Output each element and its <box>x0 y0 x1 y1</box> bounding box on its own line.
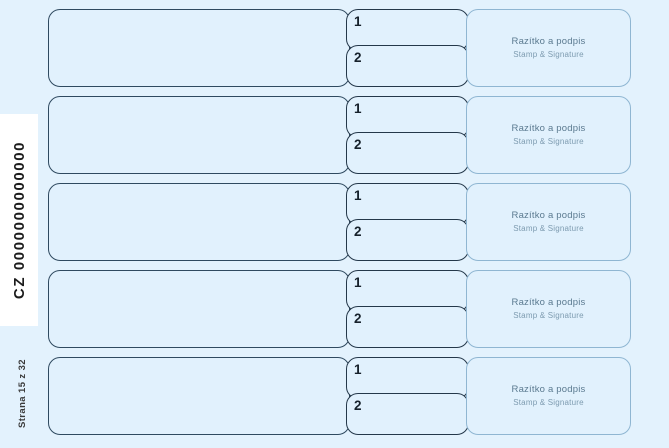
entry-number-label: 2 <box>354 398 362 413</box>
main-entry-field[interactable] <box>48 357 350 435</box>
numbered-entry-field-2[interactable]: 2 <box>346 45 469 87</box>
numbered-entries-group: 1 2 <box>346 183 469 261</box>
entry-number-label: 1 <box>354 101 362 116</box>
stamp-label-en: Stamp & Signature <box>513 224 584 234</box>
stamp-label-cs: Razítko a podpis <box>511 210 586 222</box>
entry-number-label: 1 <box>354 362 362 377</box>
numbered-entries-group: 1 2 <box>346 270 469 348</box>
document-code-strip: CZ 0000000000000 <box>0 114 38 326</box>
document-code-label: CZ 0000000000000 <box>10 140 28 300</box>
entry-number-label: 1 <box>354 14 362 29</box>
numbered-entries-group: 1 2 <box>346 357 469 435</box>
form-row: 1 2 Razítko a podpis Stamp & Signature <box>48 357 648 435</box>
form-row: 1 2 Razítko a podpis Stamp & Signature <box>48 270 648 348</box>
stamp-signature-box[interactable]: Razítko a podpis Stamp & Signature <box>466 357 631 435</box>
numbered-entries-group: 1 2 <box>346 9 469 87</box>
stamp-label-en: Stamp & Signature <box>513 398 584 408</box>
stamp-signature-box[interactable]: Razítko a podpis Stamp & Signature <box>466 270 631 348</box>
entry-number-label: 1 <box>354 188 362 203</box>
entry-number-label: 2 <box>354 224 362 239</box>
form-row: 1 2 Razítko a podpis Stamp & Signature <box>48 96 648 174</box>
left-gutter: CZ 0000000000000 Strana 15 z 32 <box>0 0 40 448</box>
numbered-entry-field-2[interactable]: 2 <box>346 219 469 261</box>
stamp-label-en: Stamp & Signature <box>513 311 584 321</box>
stamp-label-cs: Razítko a podpis <box>511 36 586 48</box>
form-rows: 1 2 Razítko a podpis Stamp & Signature 1… <box>48 9 648 439</box>
numbered-entry-field-1[interactable]: 1 <box>346 357 469 399</box>
numbered-entry-field-1[interactable]: 1 <box>346 9 469 51</box>
numbered-entry-field-2[interactable]: 2 <box>346 393 469 435</box>
main-entry-field[interactable] <box>48 270 350 348</box>
entry-number-label: 2 <box>354 50 362 65</box>
numbered-entry-field-2[interactable]: 2 <box>346 306 469 348</box>
form-row: 1 2 Razítko a podpis Stamp & Signature <box>48 183 648 261</box>
numbered-entry-field-2[interactable]: 2 <box>346 132 469 174</box>
stamp-label-en: Stamp & Signature <box>513 50 584 60</box>
numbered-entry-field-1[interactable]: 1 <box>346 183 469 225</box>
main-entry-field[interactable] <box>48 183 350 261</box>
stamp-label-cs: Razítko a podpis <box>511 297 586 309</box>
stamp-label-cs: Razítko a podpis <box>511 384 586 396</box>
stamp-signature-box[interactable]: Razítko a podpis Stamp & Signature <box>466 96 631 174</box>
entry-number-label: 2 <box>354 311 362 326</box>
stamp-label-en: Stamp & Signature <box>513 137 584 147</box>
entry-number-label: 1 <box>354 275 362 290</box>
stamp-signature-box[interactable]: Razítko a podpis Stamp & Signature <box>466 9 631 87</box>
form-row: 1 2 Razítko a podpis Stamp & Signature <box>48 9 648 87</box>
main-entry-field[interactable] <box>48 9 350 87</box>
entry-number-label: 2 <box>354 137 362 152</box>
numbered-entries-group: 1 2 <box>346 96 469 174</box>
page-number-label: Strana 15 z 32 <box>16 359 28 428</box>
main-entry-field[interactable] <box>48 96 350 174</box>
stamp-signature-box[interactable]: Razítko a podpis Stamp & Signature <box>466 183 631 261</box>
stamp-label-cs: Razítko a podpis <box>511 123 586 135</box>
